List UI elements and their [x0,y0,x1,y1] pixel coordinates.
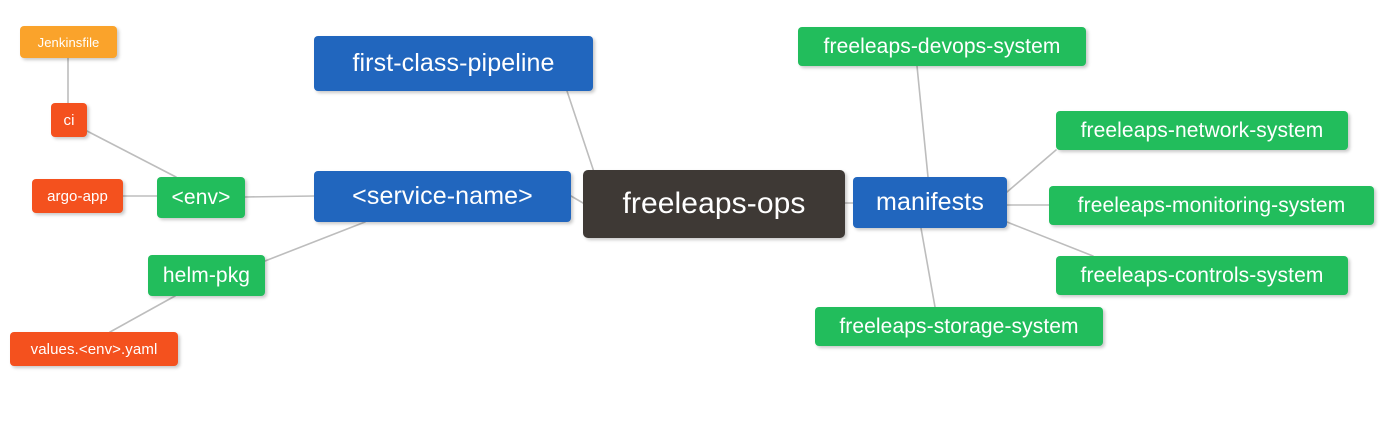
edge-manifests-to-freeleaps-storage-system [920,227,936,308]
node-freeleaps-controls-system[interactable]: freeleaps-controls-system [1056,256,1348,295]
node-label: Jenkinsfile [37,34,100,50]
node-label: freeleaps-devops-system [823,35,1061,58]
node-label: freeleaps-storage-system [839,315,1079,338]
node-argo-app[interactable]: argo-app [32,179,123,213]
node-label: <env> [171,186,231,209]
node-service-name[interactable]: <service-name> [314,171,571,222]
node-manifests[interactable]: manifests [853,177,1007,228]
node-label: ci [63,111,75,129]
node-freeleaps-storage-system[interactable]: freeleaps-storage-system [815,307,1103,346]
edge-freeleaps-ops-to-first-class-pipeline [566,90,595,173]
node-freeleaps-devops-system[interactable]: freeleaps-devops-system [798,27,1086,66]
node-label: freeleaps-controls-system [1080,264,1324,287]
node-freeleaps-network-system[interactable]: freeleaps-network-system [1056,111,1348,150]
node-first-class-pipeline[interactable]: first-class-pipeline [314,36,593,91]
node-helm-pkg[interactable]: helm-pkg [148,255,265,296]
node-label: freeleaps-network-system [1080,119,1324,142]
edge-service-name-to-helm-pkg [264,221,366,262]
node-jenkinsfile[interactable]: Jenkinsfile [20,26,117,58]
node-label: manifests [876,188,984,216]
node-label: values.<env>.yaml [30,340,158,358]
edge-env-to-ci [86,130,177,178]
node-label: first-class-pipeline [352,49,555,77]
node-values-yaml[interactable]: values.<env>.yaml [10,332,178,366]
node-label: freeleaps-monitoring-system [1077,194,1346,217]
node-label: freeleaps-ops [622,187,806,220]
node-freeleaps-monitoring-system[interactable]: freeleaps-monitoring-system [1049,186,1374,225]
node-ci[interactable]: ci [51,103,87,137]
node-freeleaps-ops[interactable]: freeleaps-ops [583,170,845,238]
node-label: helm-pkg [162,264,251,287]
edge-helm-pkg-to-values-yaml [109,295,176,333]
node-env[interactable]: <env> [157,177,245,218]
edge-manifests-to-freeleaps-controls-system [1006,221,1094,257]
edge-freeleaps-ops-to-service-name [570,195,584,204]
node-label: <service-name> [352,182,533,210]
node-label: argo-app [47,187,108,205]
edge-manifests-to-freeleaps-network-system [1006,149,1057,193]
edge-manifests-to-freeleaps-devops-system [916,65,929,178]
edge-service-name-to-env [244,195,315,198]
